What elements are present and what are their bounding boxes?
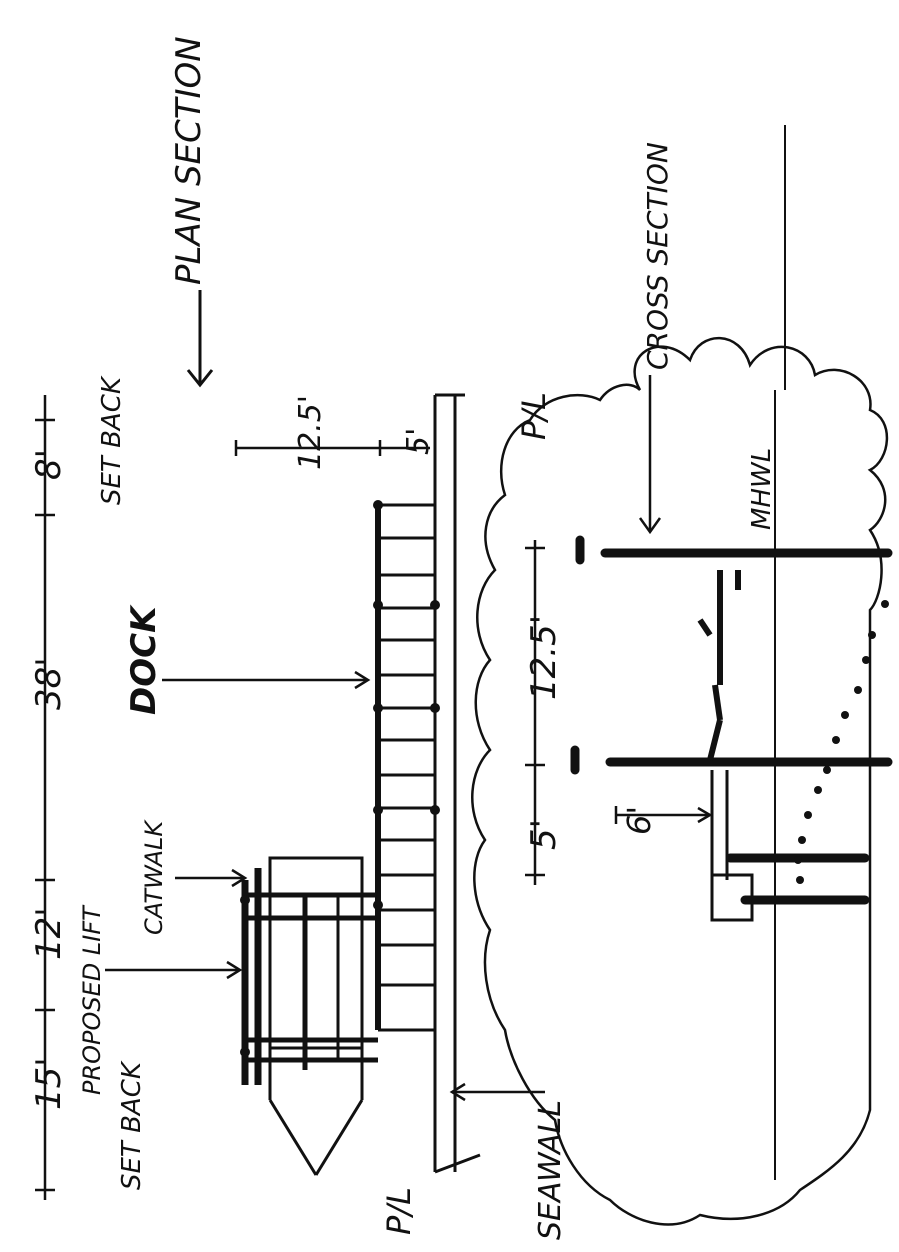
set-back-right-label: SET BACK: [97, 375, 127, 505]
dim-plan-offset: 5': [401, 428, 436, 455]
cross-section-title: CROSS SECTION: [641, 142, 674, 370]
dim-right-setback: 8': [29, 449, 69, 480]
drawing-labels: PLAN SECTION CROSS SECTION DOCK CATWALK …: [29, 36, 777, 1240]
seawall-label: SEAWALL: [533, 1100, 568, 1240]
catwalk-label: CATWALK: [140, 819, 168, 935]
cross-section-arrow: [638, 375, 662, 535]
dim-cross-offset: 5': [524, 819, 564, 850]
leader-arrows: [105, 670, 545, 1102]
proposed-lift-label: PROPOSED LIFT: [78, 904, 106, 1095]
dim-dock-length: 38': [29, 657, 69, 710]
catwalk-height-dimension: [614, 806, 713, 824]
plan-section: [35, 290, 545, 1200]
plan-section-arrow: [186, 290, 214, 388]
property-line-right-label: P/L: [515, 392, 553, 440]
cross-piles: [570, 535, 893, 905]
dock-planks: [378, 536, 435, 987]
revision-cloud: [471, 336, 889, 1226]
lift-cradle: [697, 570, 741, 761]
set-back-left-label: SET BACK: [117, 1060, 147, 1190]
dock-label: DOCK: [124, 604, 164, 715]
top-dimension-line: [35, 395, 55, 1200]
property-line-left-label: P/L: [380, 1187, 418, 1235]
dim-lift-width: 12': [29, 907, 69, 960]
cross-dimension-line: [525, 540, 545, 885]
boat-outline: [268, 856, 364, 1176]
plan-section-title: PLAN SECTION: [169, 36, 209, 285]
plan-small-dimension: [234, 440, 430, 456]
dock-piles: [373, 500, 440, 910]
mhwl-label: MHWL: [747, 448, 777, 530]
cross-section: [471, 125, 893, 1226]
dim-catwalk-height: 6': [620, 806, 658, 835]
dim-plan-width: 12.5': [293, 395, 328, 470]
dock-frame: [373, 500, 440, 1032]
catwalk-cross: [710, 770, 754, 922]
proposed-lift: [240, 868, 378, 1085]
dim-left-setback: 15': [29, 1057, 69, 1110]
dim-cross-width: 12.5': [524, 615, 564, 700]
seabed-dots: [794, 600, 889, 884]
